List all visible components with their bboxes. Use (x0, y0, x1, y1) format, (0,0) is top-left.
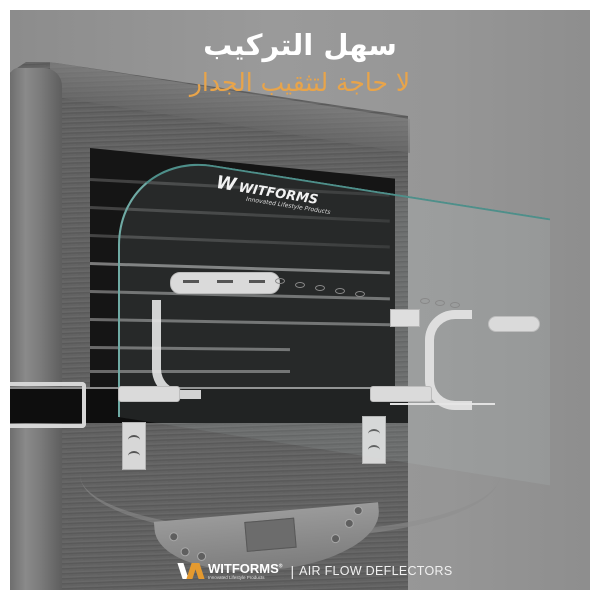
air-cooler (10, 62, 500, 590)
panel-button (353, 505, 364, 516)
support-arm-left (152, 300, 201, 399)
witforms-w-icon: W (214, 172, 236, 196)
panel-button (330, 533, 341, 544)
display-screen (244, 517, 297, 552)
brand-name: WITFORMS® (208, 560, 283, 576)
headline-title: سهل التركيب (203, 28, 397, 62)
louver-clip (450, 302, 460, 308)
brand-separator: | (290, 563, 295, 579)
support-arm-right (425, 310, 472, 410)
mount-bracket-right (362, 416, 386, 464)
louver-clip (295, 282, 305, 288)
panel-button (168, 531, 179, 542)
base-clamp-left (118, 386, 180, 402)
headline-subtitle: لا حاجة لتثقيب الجدار (189, 68, 411, 97)
side-clamp (10, 382, 86, 428)
footer-brand: WITFORMS® Innovated Lifestyle Products |… (177, 557, 453, 585)
louver-clip (335, 288, 345, 294)
louver-clip-bar-right (488, 316, 540, 332)
louver-clip (420, 298, 430, 304)
witforms-w-icon (177, 562, 205, 580)
panel-button (180, 546, 190, 557)
brand-tagline: Innovated Lifestyle Products (208, 574, 265, 580)
louver-clip-bar-left (170, 272, 280, 294)
louver-clip (275, 278, 285, 284)
mount-bracket-left (122, 422, 146, 470)
louver-clip (315, 285, 325, 291)
clip-tab (390, 309, 420, 327)
brand-wordmark: WITFORMS® Innovated Lifestyle Products (208, 562, 282, 581)
panel-button (344, 518, 355, 529)
louver-clip (435, 300, 445, 306)
product-name: AIR FLOW DEFLECTORS (299, 564, 453, 578)
louver-clip (355, 291, 365, 297)
cooler-corner-post (10, 68, 62, 590)
base-clamp-right (370, 386, 432, 402)
